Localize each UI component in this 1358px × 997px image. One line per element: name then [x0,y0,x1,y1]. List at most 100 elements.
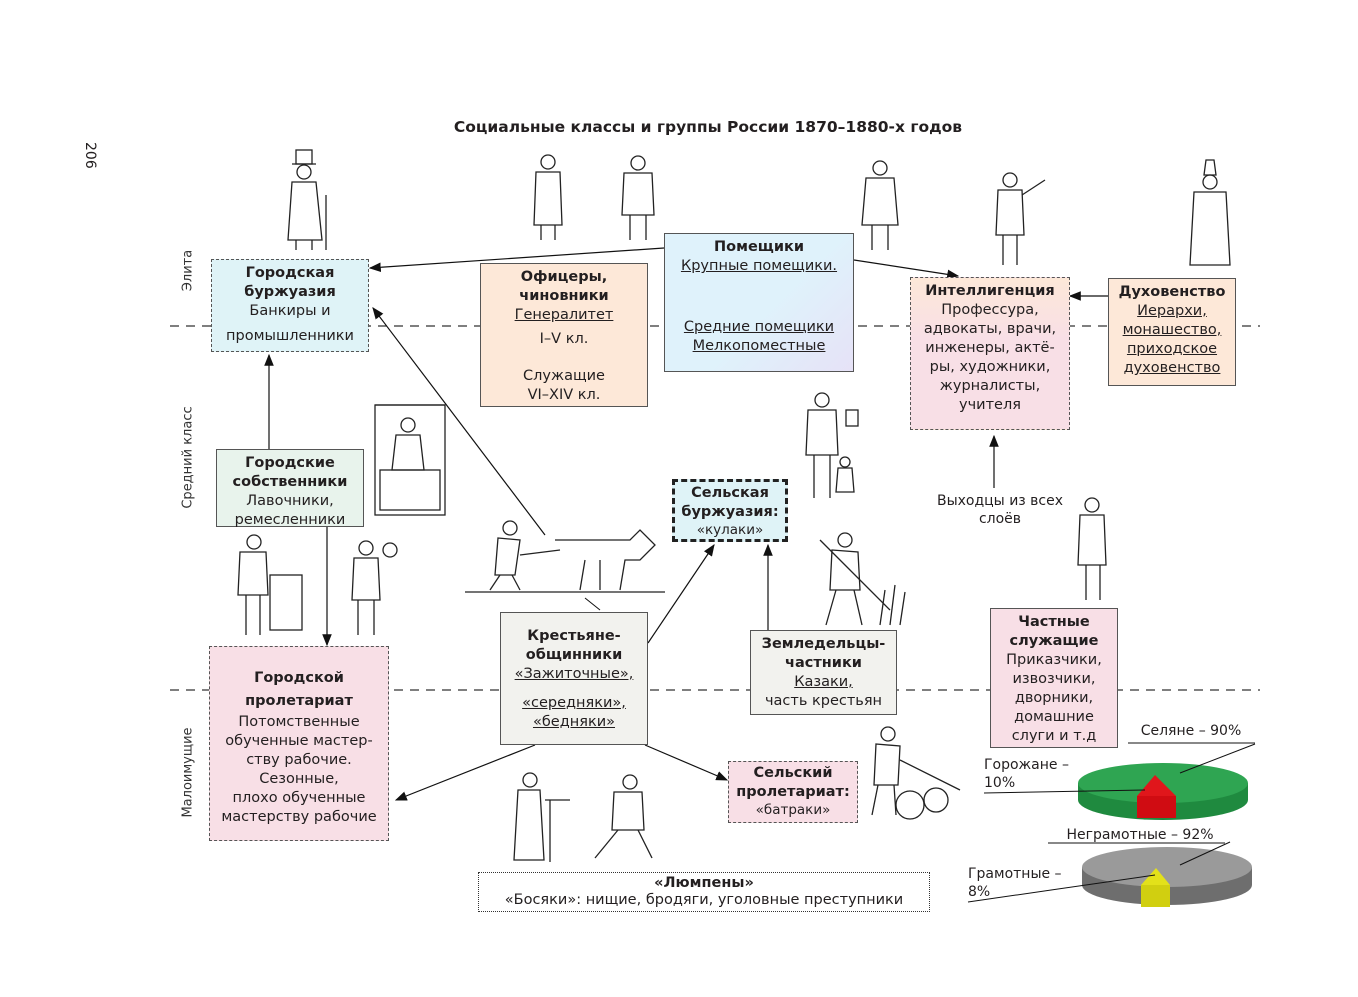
pie1-label-urban: Горожане – 10% [984,756,1084,792]
urban-proletariat-line-3: ству рабочие. [246,752,352,768]
rural-proletariat-sub: «батраки» [755,802,831,818]
rural-bourgeoisie-title: Сельская буржуазия: [681,485,779,520]
peasants-title: Крестьяне-общинники [525,628,623,663]
urban-proletariat-line-6: мастерству рабочие [221,809,377,825]
pie2-slice-literate-top [1141,868,1170,885]
figure-craftsman [237,534,303,635]
figure-tramp [594,774,653,859]
intelligentsia-line-3: инженеры, актё- [925,340,1055,356]
figure-migrant-worker [351,540,398,635]
landowners-title: Помещики [714,239,804,255]
intelligentsia-line-5: журналисты, [939,378,1041,394]
box-intelligentsia: Интеллигенция Профессура, адвокаты, врач… [910,277,1070,430]
arrow-plough-to-urban-bourgeoisie [372,307,546,536]
private-servants-line-2: извозчики, [1012,671,1096,687]
pie2-slice-literate-side [1141,885,1170,907]
figure-priest [1189,159,1231,266]
pie2-leader-illiterate [1179,841,1231,866]
figure-shopkeeper [374,404,446,516]
urban-owners-line-2: ремесленники [234,512,346,528]
landowners-small: Мелкопоместные [692,338,826,354]
pie2-label-literate: Грамотные – 8% [968,865,1078,901]
box-urban-proletariat: Городской пролетариат Потомственные обуч… [209,646,389,841]
private-farmers-title: Земледельцы-частники [761,636,886,671]
box-private-servants: Частные служащие Приказчики, извозчики, … [990,608,1118,748]
private-servants-line-1: Приказчики, [1006,652,1102,668]
intelligentsia-line-1: Профессура, [941,302,1039,318]
pie1-slice-urban-side [1137,796,1176,818]
box-private-farmers: Земледельцы-частники Казаки, часть крест… [750,630,897,715]
clergy-line-4: духовенство [1123,360,1221,376]
private-farmers-cossacks: Казаки, [794,674,853,690]
box-urban-bourgeoisie: Городская буржуазия Банкиры и промышленн… [211,259,369,352]
figure-clerk [1077,497,1107,600]
figure-beggar [513,772,570,862]
line-plough-to-peasants [584,597,601,611]
pie1-label-rural: Селяне – 90% [1140,723,1242,739]
pie2-leader-literate [967,874,1156,903]
box-officers: Офицеры, чиновники Генералитет I–V кл. С… [480,263,648,407]
urban-proletariat-title: Городской пролетариат [245,670,353,709]
arrow-peasants-to-urban-proletariat [394,744,536,801]
intelligentsia-line-2: адвокаты, врачи, [923,321,1057,337]
figure-merchant-reading [805,392,859,498]
urban-owners-line-1: Лавочники, [246,493,334,509]
clergy-line-1: Иерархи, [1137,303,1207,319]
private-farmers-peasants: часть крестьян [764,693,883,709]
landowners-large: Крупные помещики. [680,258,838,274]
officers-classes-1: I–V кл. [539,331,589,347]
clergy-line-2: монашество, [1122,322,1222,338]
pie1-leader-rural [1179,743,1256,774]
figure-intellectual [995,172,1046,265]
private-servants-line-4: домашние [1014,709,1094,725]
figure-reaper [819,532,906,626]
peasants-middle: «середняки», [522,695,626,711]
private-servants-title: Частные служащие [1009,614,1099,649]
rural-proletariat-title: Сельский пролетариат: [736,765,850,800]
pie2-slice-illiterate [1082,847,1252,887]
box-lumpen: «Люмпены» «Босяки»: нищие, бродяги, угол… [478,872,930,912]
urban-proletariat-line-1: Потомственные [238,714,360,730]
lumpen-title: «Люмпены» [654,875,754,891]
urban-proletariat-line-2: обученные мастер- [225,733,373,749]
pie-chart-population [983,742,1256,820]
box-urban-owners: Городские собственники Лавочники, ремесл… [216,449,364,528]
urban-proletariat-line-5: плохо обученные [232,790,366,806]
figure-illustrations [237,149,1231,862]
pie1-label-urban-text: Горожане – 10% [984,757,1069,791]
box-rural-proletariat: Сельский пролетариат: «батраки» [728,761,858,823]
arrow-landowners-to-intelligentsia [853,259,960,280]
diagram-title: Социальные классы и группы России 1870–1… [453,118,963,136]
urban-bourgeoisie-line-2: промышленники [226,328,354,344]
pie1-slice-urban-top [1137,775,1176,796]
arrow-peasants-to-rural-proletariat [644,744,729,781]
private-servants-line-5: слуги и т.д [1011,728,1097,744]
box-rural-bourgeoisie: Сельская буржуазия: «кулаки» [672,479,788,542]
figure-ploughman [465,520,665,593]
intelligentsia-line-6: учителя [959,397,1021,413]
figure-officer-1 [533,154,563,240]
urban-bourgeoisie-line-1: Банкиры и [249,303,331,319]
from-all-line-2: слоёв [978,511,1022,527]
arrow-landowners-to-urban-bourgeoisie [368,247,665,273]
officers-classes-2: VI–XIV кл. [527,387,601,403]
rural-bourgeoisie-sub: «кулаки» [696,522,764,538]
pie1-leader-urban [983,789,1146,794]
figure-landowner [861,160,899,250]
clergy-title: Духовенство [1118,284,1226,300]
landowners-middle: Средние помещики [683,319,835,335]
box-clergy: Духовенство Иерархи, монашество, приходс… [1108,278,1236,386]
peasants-poor: «бедняки» [532,714,615,730]
private-servants-line-3: дворники, [1014,690,1094,706]
urban-proletariat-line-4: Сезонные, [259,771,339,787]
figure-farmhand [871,726,961,820]
from-all-layers-note: Выходцы из всех слоёв [930,492,1070,528]
pie-chart-literacy [967,841,1252,907]
intelligentsia-line-4: ры, художники, [929,359,1051,375]
box-landowners: Помещики Крупные помещики. Средние помещ… [664,233,854,372]
pie2-label-illiterate: Неграмотные – 92% [1066,827,1214,843]
pie2-label-literate-text: Грамотные – 8% [968,866,1062,900]
from-all-line-1: Выходцы из всех [936,493,1064,509]
officers-employees: Служащие [523,368,605,384]
